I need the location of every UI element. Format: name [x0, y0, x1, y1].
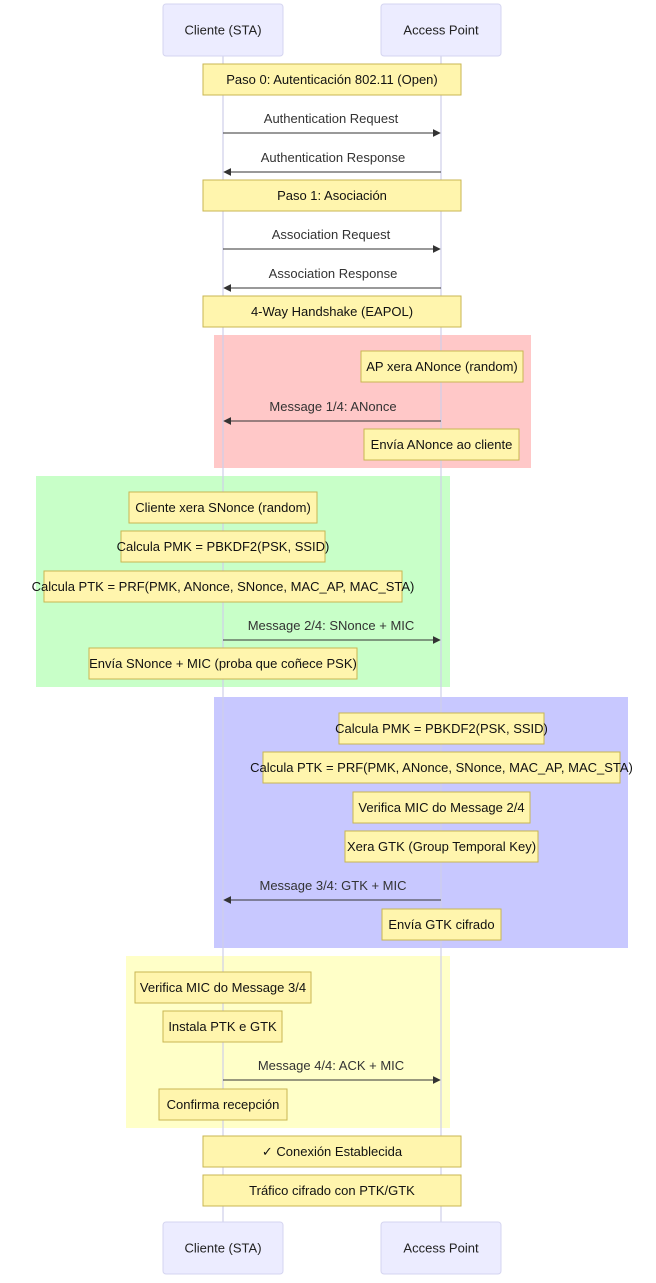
note-trafico: Tráfico cifrado con PTK/GTK: [202, 1174, 462, 1207]
note-ap-anonce-text: AP xera ANonce (random): [366, 359, 518, 374]
note-instala-text: Instala PTK e GTK: [168, 1019, 277, 1034]
note-trafico-text: Tráfico cifrado con PTK/GTK: [249, 1183, 415, 1198]
note-paso1: Paso 1: Asociación: [202, 179, 462, 212]
message-1-anonce: Message 1/4: ANonce: [223, 399, 441, 425]
note-ap-ptk: Calcula PTK = PRF(PMK, ANonce, SNonce, M…: [250, 751, 633, 784]
note-envia-gtk: Envía GTK cifrado: [381, 908, 502, 941]
note-cli-pmk-text: Calcula PMK = PBKDF2(PSK, SSID): [117, 539, 330, 554]
note-ap-pmk: Calcula PMK = PBKDF2(PSK, SSID): [335, 712, 548, 745]
message-auth-response-label: Authentication Response: [261, 150, 406, 165]
note-confirma-text: Confirma recepción: [167, 1097, 280, 1112]
message-assoc-request: Association Request: [223, 227, 441, 253]
note-verifica-2: Verifica MIC do Message 2/4: [352, 791, 531, 824]
note-verifica-3-text: Verifica MIC do Message 3/4: [140, 980, 306, 995]
actor-ap-top: Access Point: [380, 3, 502, 57]
note-4way-text: 4-Way Handshake (EAPOL): [251, 304, 413, 319]
message-assoc-response: Association Response: [223, 266, 441, 292]
message-4-ack: Message 4/4: ACK + MIC: [223, 1058, 441, 1084]
note-xera-gtk-text: Xera GTK (Group Temporal Key): [347, 839, 536, 854]
note-instala: Instala PTK e GTK: [162, 1010, 283, 1043]
message-auth-request-label: Authentication Request: [264, 111, 399, 126]
note-envia-gtk-text: Envía GTK cifrado: [388, 917, 494, 932]
actor-sta-top: Cliente (STA): [162, 3, 284, 57]
message-assoc-response-label: Association Response: [269, 266, 398, 281]
note-envia-anonce-text: Envía ANonce ao cliente: [371, 437, 513, 452]
note-xera-gtk: Xera GTK (Group Temporal Key): [344, 830, 539, 863]
note-confirma: Confirma recepción: [158, 1088, 288, 1121]
note-cli-ptk-text: Calcula PTK = PRF(PMK, ANonce, SNonce, M…: [32, 579, 415, 594]
note-envia-anonce: Envía ANonce ao cliente: [363, 428, 520, 461]
note-paso0-text: Paso 0: Autenticación 802.11 (Open): [226, 72, 438, 87]
message-2-snonce: Message 2/4: SNonce + MIC: [223, 618, 441, 644]
note-cli-ptk: Calcula PTK = PRF(PMK, ANonce, SNonce, M…: [32, 570, 415, 603]
actor-ap-label: Access Point: [403, 23, 479, 38]
actor-ap-label-bottom: Access Point: [403, 1241, 479, 1256]
note-cli-pmk: Calcula PMK = PBKDF2(PSK, SSID): [117, 530, 330, 563]
note-ap-anonce: AP xera ANonce (random): [360, 350, 524, 383]
message-auth-response: Authentication Response: [223, 150, 441, 176]
message-4-label: Message 4/4: ACK + MIC: [258, 1058, 404, 1073]
actor-sta-label: Cliente (STA): [184, 23, 261, 38]
note-envia-snonce-text: Envía SNonce + MIC (proba que coñece PSK…: [89, 656, 357, 671]
note-paso1-text: Paso 1: Asociación: [277, 188, 387, 203]
actor-sta-label-bottom: Cliente (STA): [184, 1241, 261, 1256]
message-1-label: Message 1/4: ANonce: [269, 399, 396, 414]
message-2-label: Message 2/4: SNonce + MIC: [248, 618, 415, 633]
message-auth-request: Authentication Request: [223, 111, 441, 137]
note-verifica-3: Verifica MIC do Message 3/4: [134, 971, 312, 1004]
note-cli-snonce: Cliente xera SNonce (random): [128, 491, 318, 524]
message-3-label: Message 3/4: GTK + MIC: [259, 878, 406, 893]
note-ap-pmk-text: Calcula PMK = PBKDF2(PSK, SSID): [335, 721, 548, 736]
note-4way: 4-Way Handshake (EAPOL): [202, 295, 462, 328]
note-cli-snonce-text: Cliente xera SNonce (random): [135, 500, 311, 515]
note-conexion-text: ✓ Conexión Establecida: [262, 1144, 403, 1159]
note-conexion: ✓ Conexión Establecida: [202, 1135, 462, 1168]
note-ap-ptk-text: Calcula PTK = PRF(PMK, ANonce, SNonce, M…: [250, 760, 633, 775]
note-envia-snonce: Envía SNonce + MIC (proba que coñece PSK…: [88, 647, 358, 680]
note-verifica-2-text: Verifica MIC do Message 2/4: [358, 800, 524, 815]
actor-sta-bottom: Cliente (STA): [162, 1221, 284, 1275]
message-assoc-request-label: Association Request: [272, 227, 391, 242]
note-paso0: Paso 0: Autenticación 802.11 (Open): [202, 63, 462, 96]
actor-ap-bottom: Access Point: [380, 1221, 502, 1275]
message-3-gtk: Message 3/4: GTK + MIC: [223, 878, 441, 904]
